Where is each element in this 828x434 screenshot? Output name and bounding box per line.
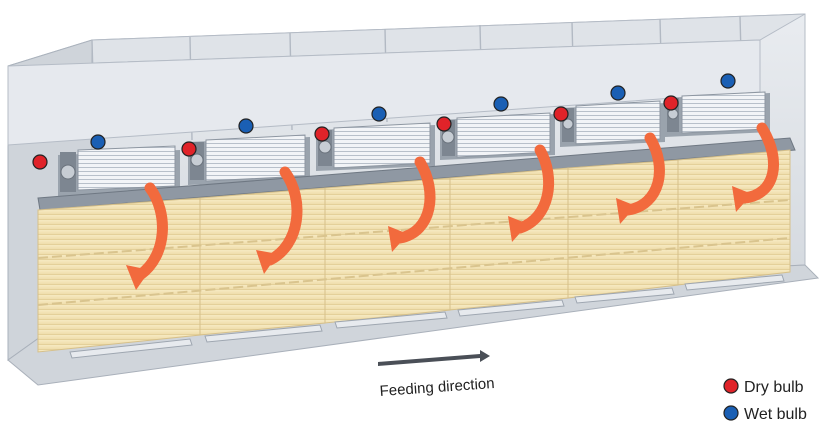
feeding-direction: Feeding direction [378,350,495,400]
heat-exchanger-unit [316,122,435,171]
wet-bulb-sensor [238,118,254,134]
airflow-arrow [622,132,665,216]
arrowhead [732,186,752,212]
arrowhead [388,226,408,252]
airflow-arrows [134,122,779,281]
dry-bulb-sensor [181,141,197,157]
arrowhead [508,216,528,242]
airflow-arrow [264,166,303,266]
feeding-direction-label: Feeding direction [379,375,495,400]
dry-bulb-sensor [314,126,330,142]
wet-bulb-sensor [371,106,387,122]
legend-dry-bulb-swatch [723,378,739,394]
airflow-arrow [514,144,555,234]
dry-bulb-sensor [553,106,569,122]
lumber-stack [677,149,791,286]
legend: Dry bulb Wet bulb [723,378,807,423]
heat-exchanger-unit [665,91,770,137]
wet-bulb-sensor [720,73,736,89]
lumber-stack [37,197,201,353]
heat-exchanger-unit [440,112,555,160]
legend-dry-bulb-label: Dry bulb [744,379,804,396]
wet-bulb-sensor [493,96,509,112]
airflow-arrowheads [126,186,752,290]
dry-bulb-sensors [32,95,679,170]
arrowhead [256,250,278,274]
legend-wet-bulb-label: Wet bulb [744,406,807,423]
dry-bulb-sensor [436,116,452,132]
wet-bulb-sensor [610,85,626,101]
airflow-arrow [134,182,168,281]
arrowhead [126,265,150,290]
airflow-arrow [738,122,779,204]
wet-bulb-sensor [90,134,106,150]
dry-bulb-sensor [663,95,679,111]
wet-bulb-sensors [90,73,736,150]
legend-wet-bulb-swatch [723,405,739,421]
airflow-arrow [394,156,436,244]
cart-rails [69,274,785,359]
dry-bulb-sensor [32,154,48,170]
arrowhead [616,198,636,224]
heat-exchanger-unit [560,100,665,147]
feeding-direction-arrow [378,350,490,366]
